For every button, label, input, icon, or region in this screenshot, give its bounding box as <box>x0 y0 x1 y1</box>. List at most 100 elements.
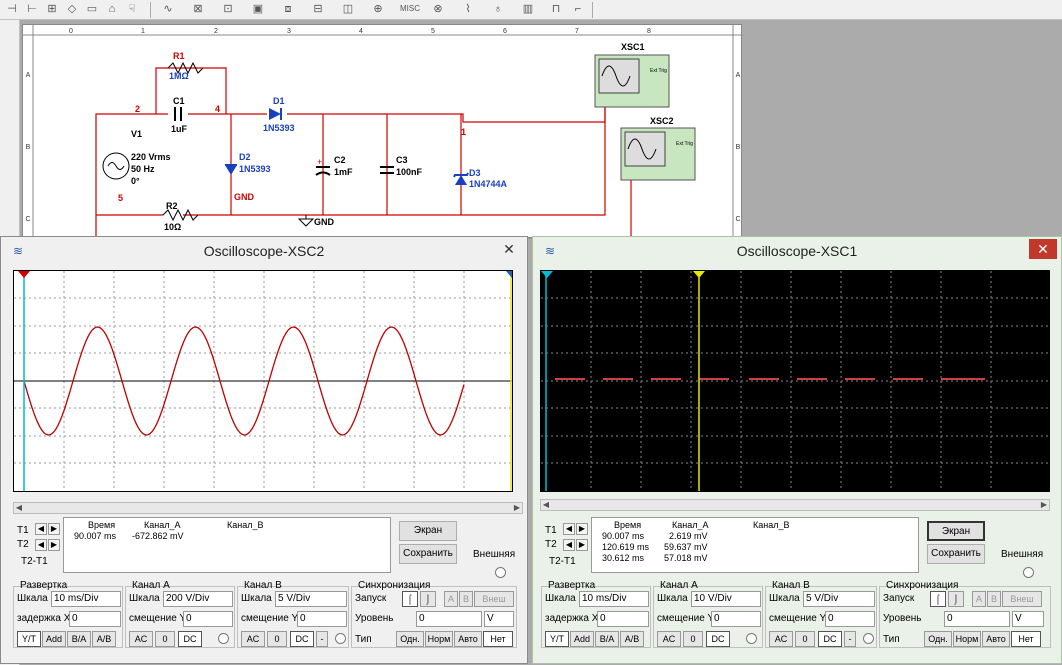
scope-scrollbar[interactable]: ◀▶ <box>13 502 523 514</box>
toolbar-tool-icon[interactable]: ⊟ <box>313 3 323 15</box>
trigger-normal-button[interactable]: Норм <box>953 631 981 647</box>
capacitor-c1-symbol[interactable] <box>174 107 182 121</box>
close-button[interactable]: ✕ <box>1029 239 1057 259</box>
diode-d1-symbol[interactable] <box>269 108 282 120</box>
cursor-t2-marker[interactable] <box>693 271 705 278</box>
toolbar-tool-icon[interactable]: ▭ <box>86 3 98 15</box>
toolbar-tool-icon[interactable]: ⊓ <box>551 3 561 15</box>
scroll-left-icon[interactable]: ◀ <box>15 503 23 512</box>
toolbar-misc-label[interactable]: MISC <box>400 4 420 13</box>
toolbar-tool-icon[interactable]: ⌐ <box>574 3 582 15</box>
trigger-normal-button[interactable]: Норм <box>425 631 453 647</box>
channel-b-scale-field[interactable]: 5 V/Div <box>275 591 347 607</box>
toolbar-tool-icon[interactable]: ◫ <box>342 3 354 15</box>
t1-right-button[interactable]: ▶ <box>48 523 60 535</box>
trigger-source-ext-button[interactable]: Внеш <box>1002 591 1042 607</box>
channel-a-offset-field[interactable]: 0 <box>711 611 761 627</box>
t1-right-button[interactable]: ▶ <box>576 523 588 535</box>
delay-field[interactable]: 0 <box>597 611 649 627</box>
toolbar-tool-icon[interactable]: ⌇ <box>465 3 471 15</box>
trigger-level-field[interactable]: 0 <box>416 611 482 627</box>
t1-left-button[interactable]: ◀ <box>35 523 47 535</box>
rising-edge-icon[interactable]: ⌠ <box>402 591 418 607</box>
toolbar-tool-icon[interactable]: ⊡ <box>223 3 233 15</box>
t2-right-button[interactable]: ▶ <box>48 539 60 551</box>
t2-right-button[interactable]: ▶ <box>576 539 588 551</box>
zener-d3-symbol[interactable] <box>453 172 469 185</box>
channel-a-radio[interactable] <box>218 633 229 644</box>
scope-screen[interactable] <box>13 270 513 492</box>
screen-button[interactable]: Экран <box>927 521 985 541</box>
toolbar-tool-icon[interactable]: ☟ <box>128 3 136 15</box>
save-button[interactable]: Сохранить <box>399 544 457 564</box>
coupling-minus-button[interactable]: - <box>844 631 856 647</box>
channel-b-scale-field[interactable]: 5 V/Div <box>803 591 875 607</box>
t1-left-button[interactable]: ◀ <box>563 523 575 535</box>
channel-a-scale-field[interactable]: 200 V/Div <box>163 591 233 607</box>
coupling-ac-button[interactable]: AC <box>657 631 681 647</box>
timebase-scale-field[interactable]: 10 ms/Div <box>579 591 649 607</box>
coupling-minus-button[interactable]: - <box>316 631 328 647</box>
oscilloscope-xsc2-instrument[interactable]: Ext Trig <box>620 127 696 181</box>
falling-edge-icon[interactable]: ⌡ <box>420 591 436 607</box>
capacitor-c3-symbol[interactable] <box>380 166 394 174</box>
scope-scrollbar[interactable]: ◀▶ <box>540 499 1050 511</box>
oscilloscope-xsc1-instrument[interactable]: Ext Trig <box>594 54 670 108</box>
coupling-zero-button[interactable]: 0 <box>683 631 703 647</box>
trigger-source-b-button[interactable]: B <box>459 591 473 607</box>
toolbar-tool-icon[interactable]: ⊕ <box>373 3 383 15</box>
external-radio[interactable] <box>495 567 506 578</box>
toolbar-tool-icon[interactable]: ♁ <box>493 3 503 15</box>
t2-left-button[interactable]: ◀ <box>35 539 47 551</box>
falling-edge-icon[interactable]: ⌡ <box>948 591 964 607</box>
external-radio[interactable] <box>1023 567 1034 578</box>
toolbar-tool-icon[interactable]: ◇ <box>67 3 77 15</box>
trigger-single-button[interactable]: Одн. <box>396 631 424 647</box>
toolbar-tool-icon[interactable]: ⊣ <box>7 3 17 15</box>
close-button[interactable]: ✕ <box>503 241 515 257</box>
trigger-auto-button[interactable]: Авто <box>982 631 1010 647</box>
trigger-level-unit[interactable]: V <box>484 611 514 627</box>
mode-yt-button[interactable]: Y/T <box>17 631 41 647</box>
trigger-single-button[interactable]: Одн. <box>924 631 952 647</box>
coupling-zero-button[interactable]: 0 <box>267 631 287 647</box>
save-button[interactable]: Сохранить <box>927 544 985 564</box>
toolbar-tool-icon[interactable]: ▣ <box>252 3 264 15</box>
mode-ab-button[interactable]: A/B <box>620 631 644 647</box>
resistor-r1-symbol[interactable] <box>167 61 204 75</box>
mode-add-button[interactable]: Add <box>42 631 66 647</box>
toolbar-tool-icon[interactable]: ⊠ <box>193 3 203 15</box>
cursor-t1-marker[interactable] <box>18 271 30 278</box>
trigger-source-a-button[interactable]: A <box>972 591 986 607</box>
coupling-dc-button[interactable]: DC <box>706 631 730 647</box>
channel-b-radio[interactable] <box>863 633 874 644</box>
cursor-t2-marker[interactable] <box>506 271 512 278</box>
t2-left-button[interactable]: ◀ <box>563 539 575 551</box>
trigger-none-button[interactable]: Нет <box>1011 631 1041 647</box>
mode-ab-button[interactable]: A/B <box>92 631 116 647</box>
mode-add-button[interactable]: Add <box>570 631 594 647</box>
resistor-r2-symbol[interactable] <box>162 208 199 222</box>
channel-a-radio[interactable] <box>746 633 757 644</box>
diode-d2-symbol[interactable] <box>225 164 237 175</box>
toolbar-tool-icon[interactable]: ∿ <box>163 3 173 15</box>
trigger-level-unit[interactable]: V <box>1012 611 1044 627</box>
channel-b-radio[interactable] <box>335 633 346 644</box>
screen-button[interactable]: Экран <box>399 521 457 541</box>
coupling-ac-button[interactable]: AC <box>129 631 153 647</box>
coupling-dc-button[interactable]: DC <box>290 631 314 647</box>
ac-source-v1-symbol[interactable] <box>102 152 130 180</box>
toolbar-tool-icon[interactable]: ⊞ <box>47 3 57 15</box>
timebase-scale-field[interactable]: 10 ms/Div <box>51 591 121 607</box>
trigger-source-a-button[interactable]: A <box>444 591 458 607</box>
toolbar-tool-icon[interactable]: ⧈ <box>284 3 292 15</box>
coupling-ac-button[interactable]: AC <box>769 631 793 647</box>
channel-b-offset-field[interactable]: 0 <box>825 611 875 627</box>
scope-screen[interactable] <box>540 270 1050 492</box>
coupling-zero-button[interactable]: 0 <box>155 631 175 647</box>
trigger-level-field[interactable]: 0 <box>944 611 1010 627</box>
scroll-right-icon[interactable]: ▶ <box>1040 500 1048 509</box>
mode-ba-button[interactable]: B/A <box>67 631 91 647</box>
toolbar-tool-icon[interactable]: ▥ <box>522 3 534 15</box>
toolbar-tool-icon[interactable]: ⊢ <box>27 3 37 15</box>
